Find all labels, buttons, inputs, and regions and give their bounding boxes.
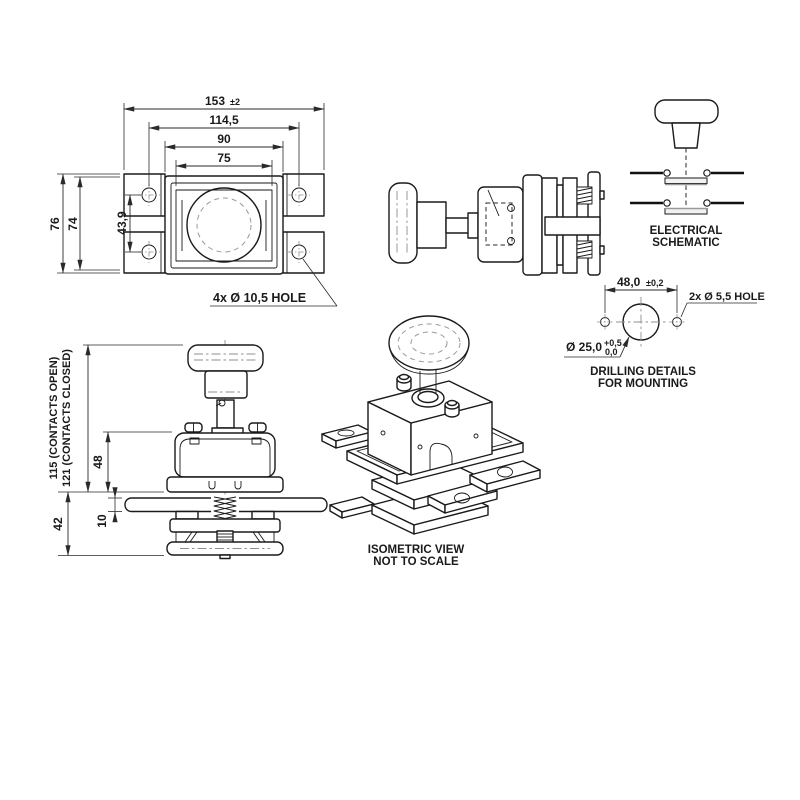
dim-hole-span-h: 114,5 [209,113,239,127]
drill-hole-note: 2x Ø 5,5 HOLE [689,291,765,303]
center-hole-tol-upper: +0,5 [604,338,622,348]
side-view [388,171,605,276]
center-hole-tol-lower: 0,0 [605,347,618,357]
center-hole-dia: Ø 25,0 [566,340,602,354]
dim-height-closed: 121 (CONTACTS CLOSED) [61,349,73,487]
top-view-dimensions: 153 ±2 114,5 90 75 76 74 [48,94,338,307]
front-view-dimensions: 115 (CONTACTS OPEN) 121 (CONTACTS CLOSED… [48,344,183,557]
dim-plate-thickness: 10 [95,514,109,528]
dim-body-height: 48 [91,455,105,469]
electrical-schematic: ELECTRICAL SCHEMATIC [630,99,744,249]
spring-bottom [576,240,593,259]
spring-top [576,186,593,205]
drilling-title-line1: DRILLING DETAILS [590,366,696,378]
dim-lower-height: 42 [51,517,65,531]
dim-height-inner: 74 [66,217,80,231]
dim-overall-width-tol: ±2 [230,97,240,107]
hole-note: 4x Ø 10,5 HOLE [213,291,306,305]
drilling-title-line2: FOR MOUNTING [598,378,688,390]
schematic-title-line1: ELECTRICAL [650,225,723,237]
dim-opening-width: 75 [217,151,231,165]
isometric-view: ISOMETRIC VIEW NOT TO SCALE [321,315,541,568]
isometric-title-line2: NOT TO SCALE [373,556,459,568]
dim-body-width: 90 [217,132,231,146]
mounting-holes [138,184,310,263]
dim-drill-span: 48,0 [617,275,641,289]
isometric-title-line1: ISOMETRIC VIEW [368,544,465,556]
drilling-details: 48,0 ±0,2 2x Ø 5,5 HOLE Ø 25,0 +0,5 0,0 … [564,275,765,390]
dim-drill-span-tol: ±0,2 [646,278,663,288]
dim-height-open: 115 (CONTACTS OPEN) [48,356,60,479]
front-view: 115 (CONTACTS OPEN) 121 (CONTACTS CLOSED… [48,340,328,560]
dim-height-total: 76 [48,217,62,231]
dim-hole-span-v: 43,9 [115,211,129,235]
dim-overall-width: 153 [205,94,225,108]
schematic-title-line2: SCHEMATIC [652,237,720,249]
top-view: 153 ±2 114,5 90 75 76 74 [48,94,338,307]
